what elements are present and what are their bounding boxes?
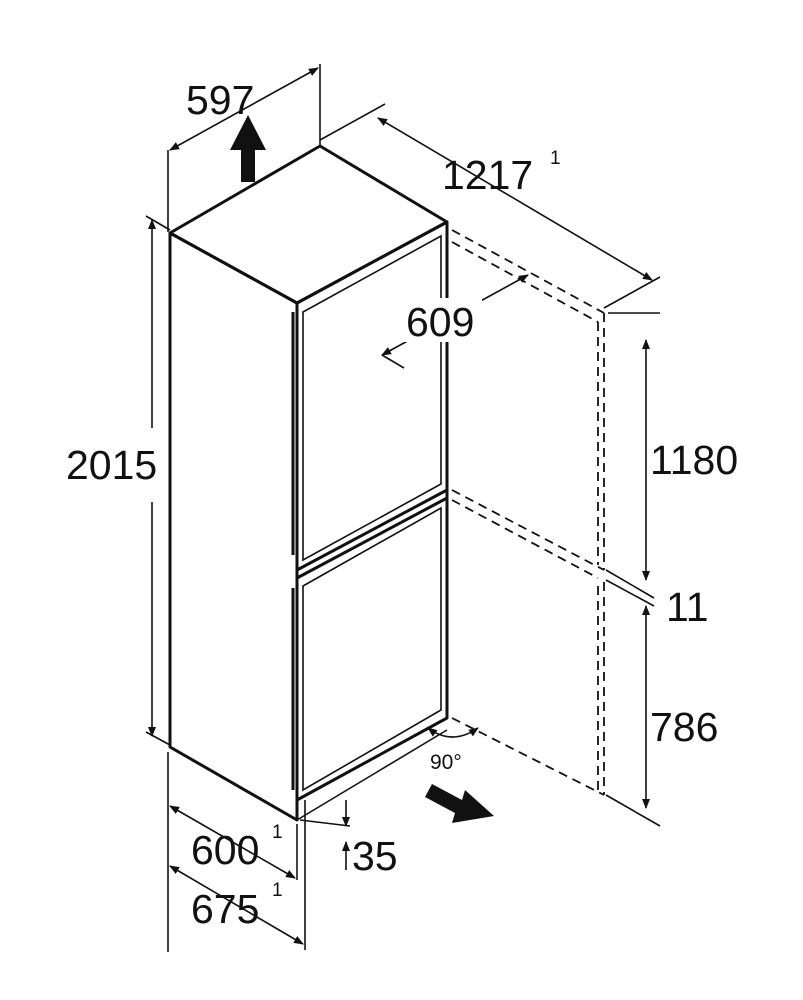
dim-label-786: 786 (650, 704, 718, 750)
ext-line (145, 731, 171, 746)
top-face (168, 144, 449, 305)
ext-line (603, 276, 661, 309)
dim-depth-675: 675 1 (169, 800, 306, 950)
dim-1180: 1180 (608, 312, 738, 581)
ext-line (319, 103, 386, 141)
dim-line (169, 67, 319, 151)
ext-line (381, 354, 405, 369)
arrow-up-icon (230, 115, 266, 182)
dim-height-2015: 2015 (66, 215, 171, 746)
dim-label-35: 35 (352, 833, 398, 879)
ext-line (605, 794, 661, 827)
dim-label-675: 675 (191, 886, 259, 932)
lower-door (291, 496, 449, 821)
lower-door-inset (302, 506, 442, 792)
open-lower-door-top (451, 499, 599, 579)
side-face (168, 231, 299, 822)
dim-label-11: 11 (666, 584, 709, 630)
dim-line (169, 865, 304, 945)
dim-line (377, 117, 653, 281)
ext-line (605, 579, 655, 607)
label-bg (402, 298, 482, 342)
dim-depth-1217: 1217 1 (319, 103, 661, 309)
dim-plinth-35: 35 (299, 800, 398, 879)
dim-label-1180: 1180 (650, 437, 738, 483)
dim-label-1217: 1217 (442, 152, 533, 198)
lower-door-panel (295, 496, 449, 802)
plinth-line (296, 729, 448, 821)
ext-line (605, 569, 655, 599)
footnote-675: 1 (272, 880, 283, 901)
fridge-body (168, 144, 449, 822)
open-lower-door-bottom (451, 717, 605, 796)
arrow-diagonal-icon (425, 784, 494, 823)
dim-label-600: 600 (191, 827, 259, 873)
angle-arc (427, 727, 479, 738)
dim-label-609: 609 (406, 299, 474, 345)
footnote-600: 1 (272, 822, 283, 843)
angle-label: 90° (430, 751, 462, 774)
ext-line (145, 215, 171, 231)
dim-door-609: 609 (381, 274, 529, 369)
hinge-angle: 90° (427, 727, 479, 774)
footnote-1217: 1 (550, 148, 561, 169)
dim-width-597: 597 (167, 64, 321, 232)
dim-11: 11 (605, 569, 709, 630)
ext-line (299, 819, 351, 827)
open-upper-door-bottom (451, 489, 605, 571)
dim-786: 786 (605, 605, 718, 827)
dim-label-width: 597 (186, 77, 254, 123)
dim-label-2015: 2015 (66, 442, 157, 488)
